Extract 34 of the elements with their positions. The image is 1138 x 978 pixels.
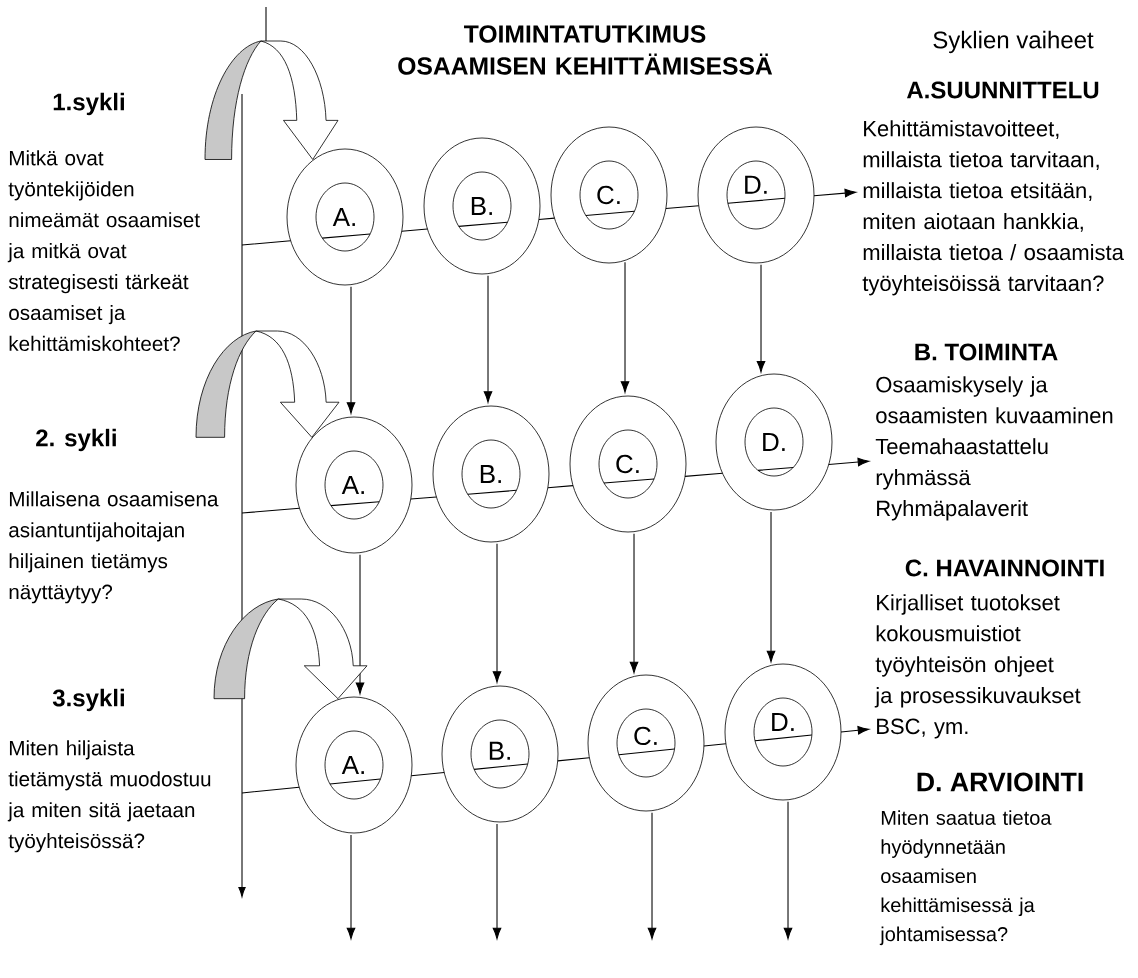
arrow — [620, 261, 630, 393]
question-text: Miten hiljaista tietämystä muodostuu ja miten sitä jaetaan työyhteisössä? — [7, 740, 211, 853]
arrow — [756, 264, 766, 373]
title: TOIMINTATUTKIMUS OSAAMISEN KEHITTÄMISESSÄ — [398, 25, 773, 75]
curved-arrow — [204, 40, 339, 160]
arrow — [241, 457, 870, 514]
question-text: Mitkä ovat työntekijöiden nimeämät osaamiset ja mitkä ovat strategisesti tärkeät osaamiset ja kehittämiskohteet? — [7, 150, 200, 352]
phase-heading: D. ARVIOINTI — [917, 772, 1083, 792]
arrow — [483, 275, 493, 403]
question-text: Millaisena osaamisena asiantuntijahoitajan hiljainen tietämys näyttäytyy? — [9, 491, 219, 604]
cycle-heading: 2. sykli — [36, 428, 116, 452]
arrow — [241, 188, 857, 246]
arrow — [346, 286, 356, 414]
arrow — [492, 823, 502, 940]
phase-description: Kirjalliset tuotokset kokousmuistiot työyhteisön ohjeet ja prosessikuvaukset BSC, ym. — [874, 594, 1081, 739]
phase-description: Kehittämistavoitteet, millaista tietoa tarvitaan, millaista tietoa etsitään, miten aiotaan hankkia, millaista tietoa / osaamista työyhteisöissä tarvitaan? — [862, 120, 1124, 296]
curved-arrow — [195, 330, 340, 438]
phase-description: Miten saatua tietoa hyödynnetään osaamisen kehittämisessä ja johtamisessa? — [879, 810, 1052, 946]
arrow — [647, 812, 657, 940]
cycle-heading: 3.sykli — [52, 688, 124, 712]
phase-heading: C. HAVAINNOINTI — [905, 559, 1104, 577]
arrow — [241, 726, 870, 794]
arrow — [766, 511, 776, 663]
arrow — [492, 543, 502, 683]
curved-arrow — [213, 598, 368, 700]
phase-heading: B. TOIMINTA — [915, 343, 1058, 361]
arrow — [783, 801, 793, 940]
cycle-heading: 1.sykli — [53, 92, 124, 116]
arrow — [355, 554, 365, 695]
phase-description: Osaamiskysely ja osaamisten kuvaaminen Teemahaastattelu ryhmässä Ryhmäpalaverit — [875, 376, 1113, 521]
arrow — [346, 834, 356, 940]
phase-heading: A.SUUNNITTELU — [906, 81, 1099, 99]
column-heading: Syklien vaiheet — [933, 30, 1094, 54]
arrow — [629, 533, 639, 674]
